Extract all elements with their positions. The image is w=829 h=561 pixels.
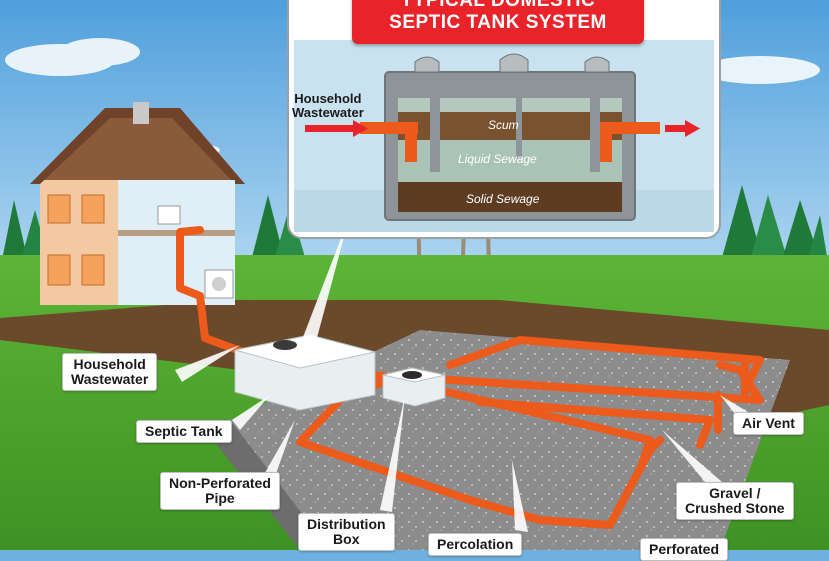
callout-gravel: Gravel / Crushed Stone: [676, 482, 794, 520]
callout-household-wastewater: Household Wastewater: [62, 353, 158, 391]
callout-air-vent: Air Vent: [733, 412, 804, 435]
callout-percolation: Percolation: [428, 533, 523, 556]
title-line-2: SEPTIC TANK SYSTEM: [389, 12, 607, 33]
callout-septic-tank: Septic Tank: [136, 420, 232, 443]
inset-inlet-label: Household Wastewater: [292, 91, 364, 120]
layer-scum-label: Scum: [488, 118, 519, 132]
house: [30, 102, 245, 305]
ground-distribution-box: [382, 367, 446, 407]
title-line-1: TYPICAL DOMESTIC: [400, 0, 596, 11]
trees-right: [720, 185, 829, 268]
layer-liquid-label: Liquid Sewage: [458, 152, 537, 166]
layer-solid-label: Solid Sewage: [466, 192, 540, 206]
ground-septic-tank: [234, 334, 376, 411]
callout-non-perforated-pipe: Non-Perforated Pipe: [160, 472, 280, 510]
title-banner: TYPICAL DOMESTIC SEPTIC TANK SYSTEM: [352, 0, 644, 44]
callout-pointers: [175, 215, 748, 532]
callout-distribution-box: Distribution Box: [298, 513, 395, 551]
inset-panel: [287, 0, 721, 239]
